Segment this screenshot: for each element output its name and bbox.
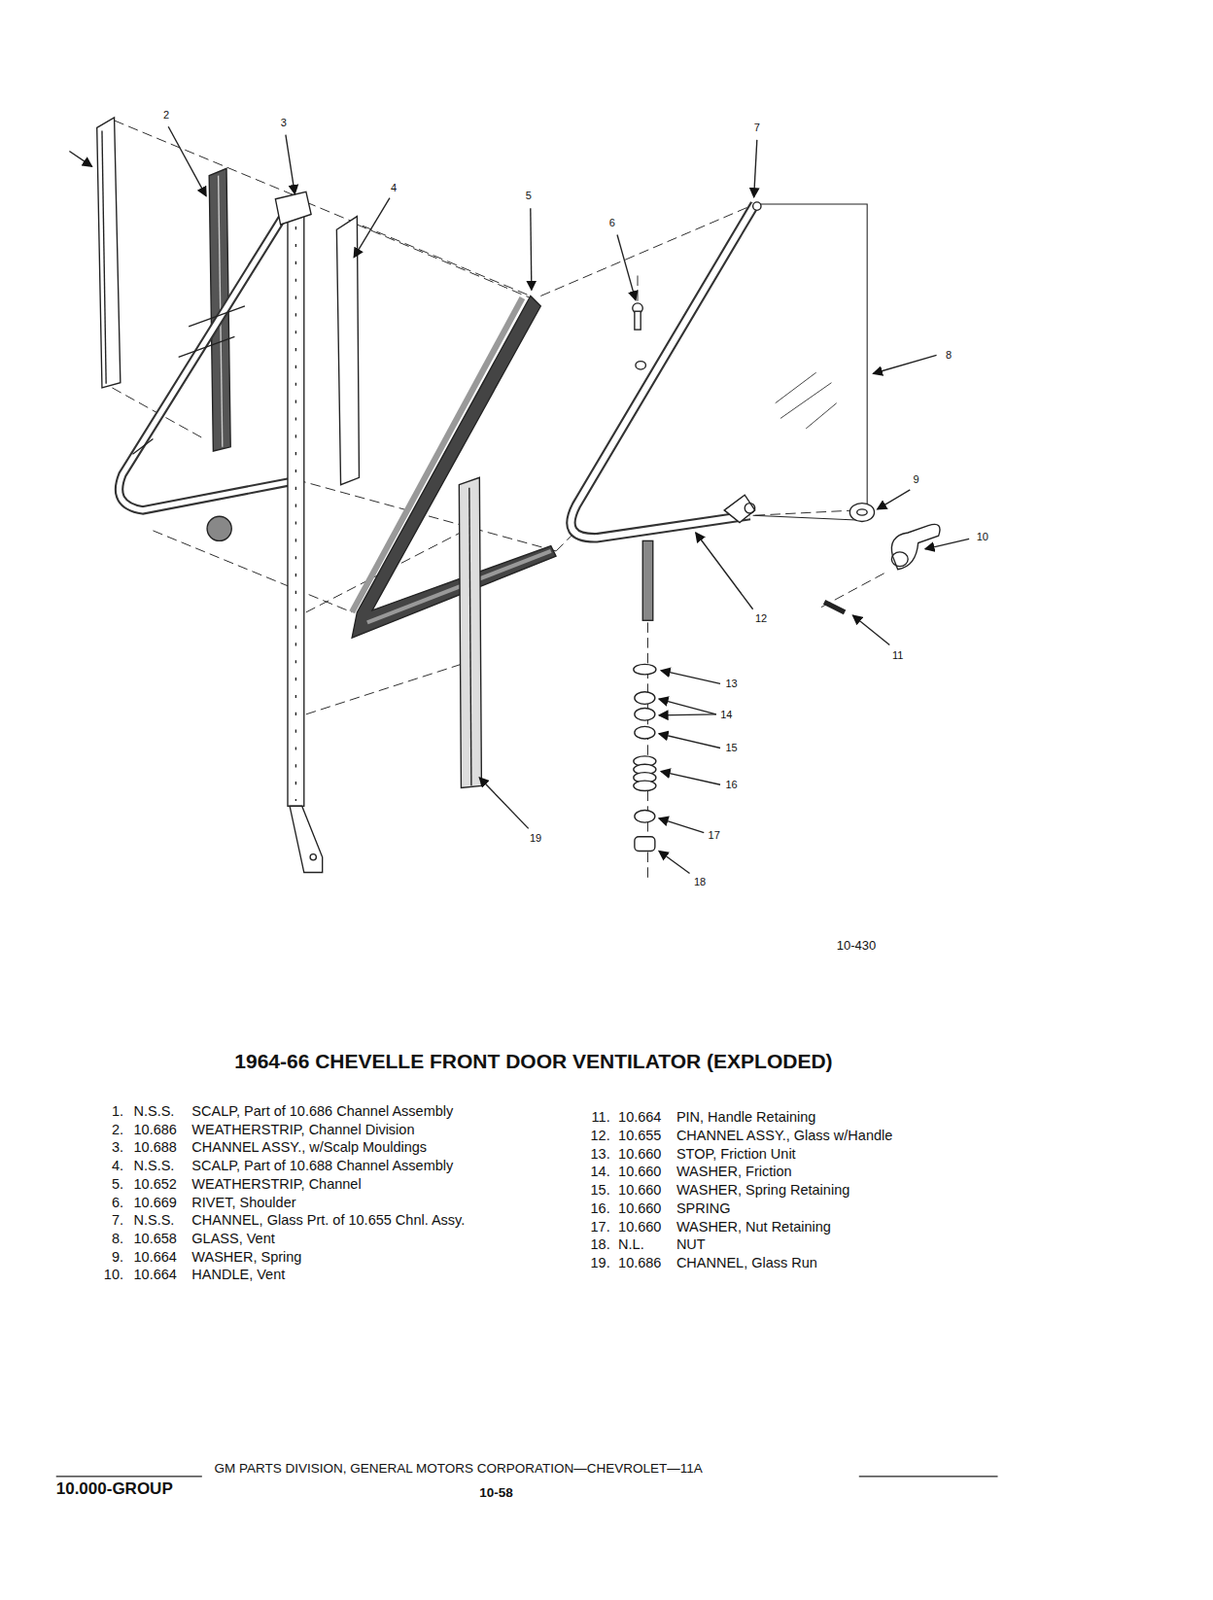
item-number: 1.	[111, 1104, 124, 1120]
callout-number: 15	[725, 741, 737, 754]
callout-number: 13	[725, 677, 737, 690]
callout-number: 12	[755, 612, 767, 624]
part-description: WEATHERSTRIP, Channel	[191, 1177, 361, 1193]
part-number: 10.652	[134, 1177, 177, 1193]
part-number: 10.686	[618, 1255, 661, 1272]
part-description: SPRING	[676, 1201, 731, 1217]
item-number: 17.	[590, 1219, 611, 1236]
callout-number: 10	[976, 530, 989, 543]
item-number: 10.	[103, 1267, 124, 1283]
item-number: 6.	[111, 1195, 124, 1212]
part-description: PIN, Handle Retaining	[676, 1109, 816, 1126]
item-number: 7.	[111, 1213, 124, 1229]
part-number: 10.660	[618, 1164, 661, 1180]
callout-number: 9	[912, 473, 919, 486]
part-description: WASHER, Spring	[191, 1249, 302, 1266]
part-description: CHANNEL, Glass Run	[676, 1255, 818, 1272]
item-number: 2.	[111, 1122, 124, 1139]
part-number: 10.660	[618, 1182, 661, 1199]
item-number: 15.	[590, 1182, 611, 1199]
item-number: 12.	[590, 1128, 611, 1144]
item-number: 14.	[590, 1164, 611, 1180]
part-description: WASHER, Spring Retaining	[676, 1182, 850, 1199]
callout-number: 14	[720, 708, 732, 721]
callout-number: 17	[708, 829, 721, 841]
figure-number: 10-430	[836, 938, 876, 953]
part-number: 10.660	[618, 1201, 661, 1217]
callout-number: 18	[693, 875, 706, 888]
callout-number: 16	[725, 778, 737, 791]
part-number: 10.658	[134, 1231, 177, 1248]
part-number: 10.660	[618, 1219, 661, 1236]
footer-text: GM PARTS DIVISION, GENERAL MOTORS CORPOR…	[213, 1461, 702, 1477]
part-description: NUT	[676, 1237, 706, 1253]
callout-number: 19	[529, 831, 542, 844]
part-number: N.S.S.	[134, 1213, 175, 1229]
callout-number: 7	[754, 121, 761, 134]
page-number: 10-58	[479, 1486, 514, 1501]
callout-number: 3	[280, 116, 287, 129]
item-number: 3.	[111, 1140, 124, 1156]
part-description: WASHER, Nut Retaining	[676, 1219, 832, 1236]
part-number: N.L.	[618, 1237, 645, 1253]
part-description: CHANNEL ASSY., Glass w/Handle	[676, 1128, 893, 1144]
part-description: CHANNEL ASSY., w/Scalp Mouldings	[191, 1140, 427, 1156]
item-number: 5.	[111, 1177, 124, 1193]
part-number: 10.686	[134, 1122, 177, 1139]
part-description: HANDLE, Vent	[191, 1267, 285, 1283]
callout-number: 2	[163, 108, 170, 121]
callout-number: 6	[609, 216, 616, 229]
part-description: WEATHERSTRIP, Channel Division	[191, 1122, 415, 1139]
part-number: 10.669	[134, 1195, 177, 1212]
item-number: 8.	[111, 1231, 124, 1248]
part-number: 10.688	[134, 1140, 177, 1156]
item-number: 13.	[590, 1146, 611, 1163]
part-description: GLASS, Vent	[191, 1231, 275, 1248]
part-number: 10.664	[618, 1109, 661, 1126]
part-description: SCALP, Part of 10.686 Channel Assembly	[191, 1104, 453, 1120]
callout-number: 8	[945, 348, 952, 361]
part-number: 10.664	[134, 1267, 177, 1283]
item-number: 11.	[591, 1109, 611, 1126]
callout-number: 4	[390, 181, 397, 194]
figure-title: 1964-66 CHEVELLE FRONT DOOR VENTILATOR (…	[234, 1049, 832, 1073]
group-number: 10.000-GROUP	[56, 1480, 174, 1499]
part-description: WASHER, Friction	[676, 1164, 793, 1180]
item-number: 4.	[111, 1158, 124, 1175]
part-number: 10.664	[134, 1249, 177, 1266]
item-number: 18.	[590, 1237, 611, 1253]
item-number: 19.	[590, 1255, 611, 1272]
part-number: 10.655	[618, 1128, 661, 1144]
part-number: 10.660	[618, 1146, 661, 1163]
callout-number: 5	[525, 189, 532, 202]
item-number: 16.	[590, 1201, 611, 1217]
part-description: RIVET, Shoulder	[191, 1195, 296, 1212]
part-description: CHANNEL, Glass Prt. of 10.655 Chnl. Assy…	[191, 1213, 465, 1229]
part-description: SCALP, Part of 10.688 Channel Assembly	[191, 1158, 453, 1175]
callout-number: 11	[892, 649, 903, 661]
part-number: N.S.S.	[134, 1158, 175, 1175]
item-number: 9.	[111, 1249, 124, 1266]
part-number: N.S.S.	[134, 1104, 175, 1120]
part-description: STOP, Friction Unit	[676, 1146, 797, 1163]
